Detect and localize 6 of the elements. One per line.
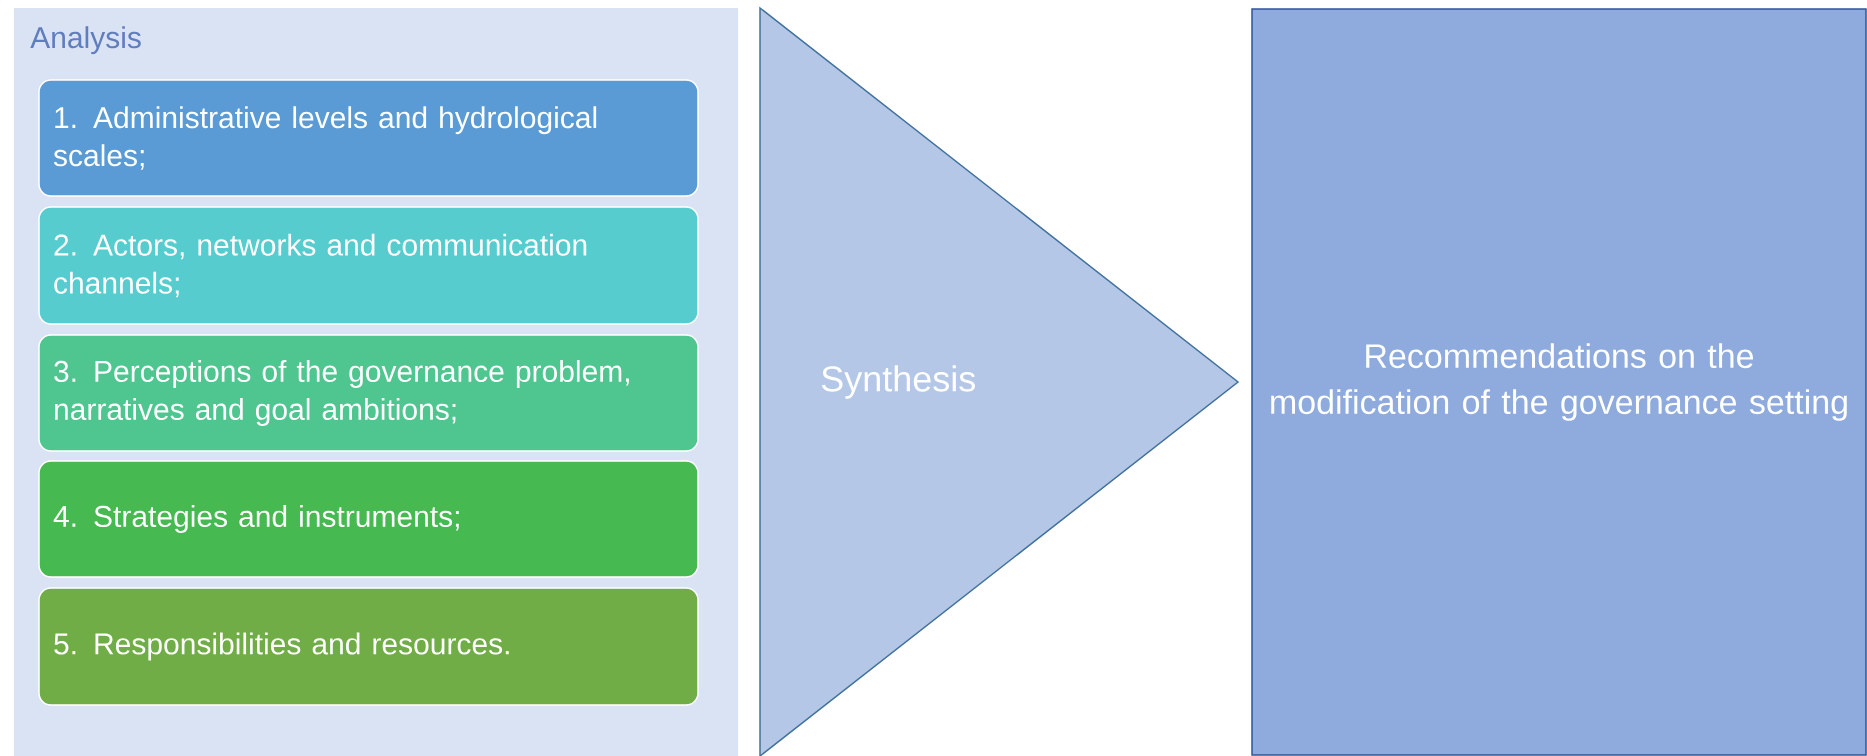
list-box: 1. Administrative levels and hydrological scales; xyxy=(38,79,699,197)
list-box: 5. Responsibilities and resources. xyxy=(38,587,699,706)
result-box: Recommendations on the modification of the governance setting xyxy=(1251,8,1867,756)
list-box: 4. Strategies and instruments; xyxy=(38,460,699,578)
list-box: 2. Actors, networks and communication channels; xyxy=(38,206,699,325)
list-box: 3. Perceptions of the governance problem, narratives and goal ambitions; xyxy=(38,334,699,452)
